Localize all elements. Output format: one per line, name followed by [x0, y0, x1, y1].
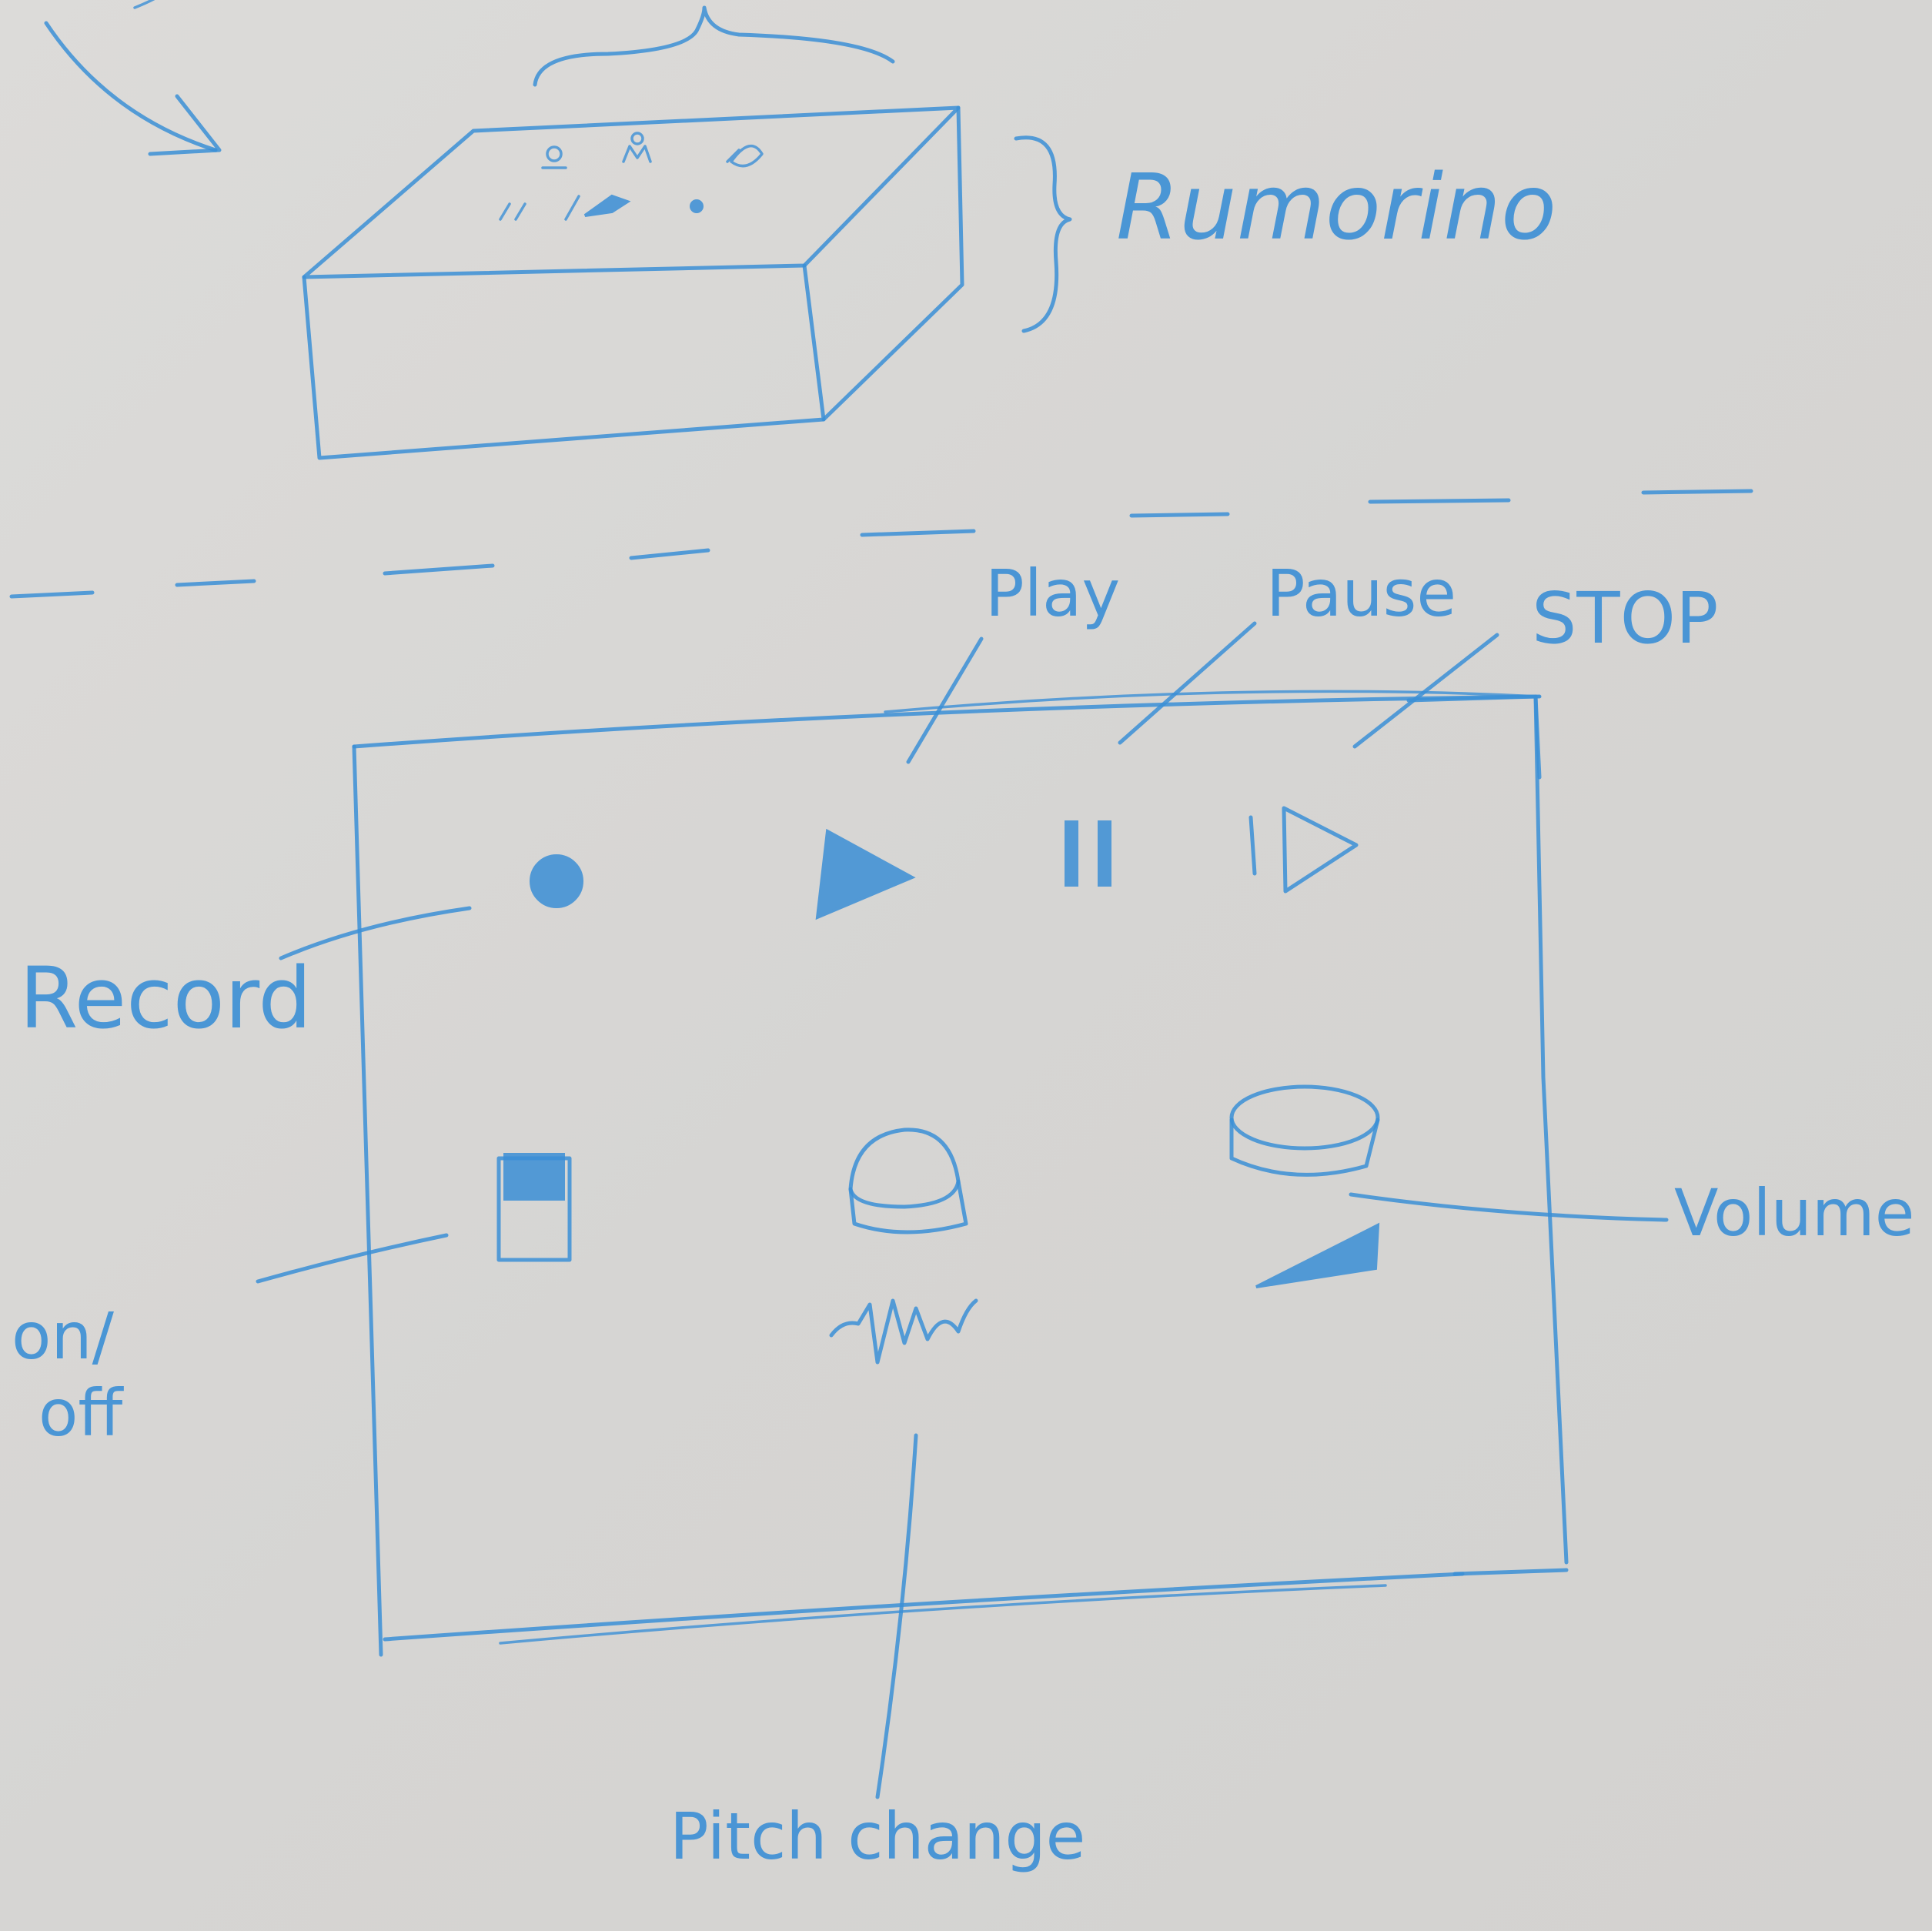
play-leader-line [906, 636, 984, 764]
record-label: Record [19, 949, 312, 1047]
play-icon [815, 828, 916, 920]
stop-label: STOP [1532, 577, 1719, 660]
onoff-switch[interactable] [496, 1153, 572, 1262]
wave-icon [829, 1298, 978, 1365]
pause-leader-line [1118, 621, 1257, 745]
onoff-label-line2: off [38, 1375, 124, 1451]
pitch-knob[interactable] [848, 1128, 968, 1234]
volume-label: Volume [1674, 1175, 1914, 1251]
control-panel-frame [352, 690, 1569, 1657]
volume-wedge-icon [1255, 1222, 1380, 1288]
stop-icon-bar [1248, 815, 1257, 876]
device-name-label: Rumorino [1116, 154, 1556, 260]
volume-control[interactable] [1229, 1084, 1380, 1288]
onoff-leader-line [256, 1233, 449, 1284]
pitch-leader-line [875, 1433, 918, 1799]
pause-label: Pause [1266, 556, 1456, 631]
pause-icon-bar-left [1065, 820, 1078, 887]
pause-button[interactable] [1065, 820, 1111, 887]
switch-toggle [503, 1153, 565, 1201]
pitch-label: Pitch change [670, 1799, 1085, 1874]
play-label: Play [985, 556, 1120, 631]
knob-base [848, 1179, 968, 1234]
volume-dial-top [1229, 1084, 1380, 1151]
knob-top [848, 1128, 961, 1209]
volume-dial-side [1229, 1118, 1380, 1177]
curved-arrow [44, 0, 222, 156]
onoff-label-line1: on/ [12, 1298, 115, 1374]
record-button[interactable] [530, 854, 583, 908]
record-leader-line [279, 906, 472, 960]
volume-leader-line [1349, 1192, 1669, 1222]
stop-icon-triangle [1282, 806, 1359, 894]
device-box [302, 105, 964, 460]
squiggle-bracket [533, 5, 895, 87]
record-icon [530, 854, 583, 908]
play-button[interactable] [815, 828, 916, 920]
stop-button[interactable] [1248, 806, 1359, 894]
curly-brace [1014, 135, 1072, 333]
stop-leader-line [1352, 633, 1499, 749]
pause-icon-bar-right [1098, 820, 1111, 887]
dashed-separator [9, 489, 1753, 599]
